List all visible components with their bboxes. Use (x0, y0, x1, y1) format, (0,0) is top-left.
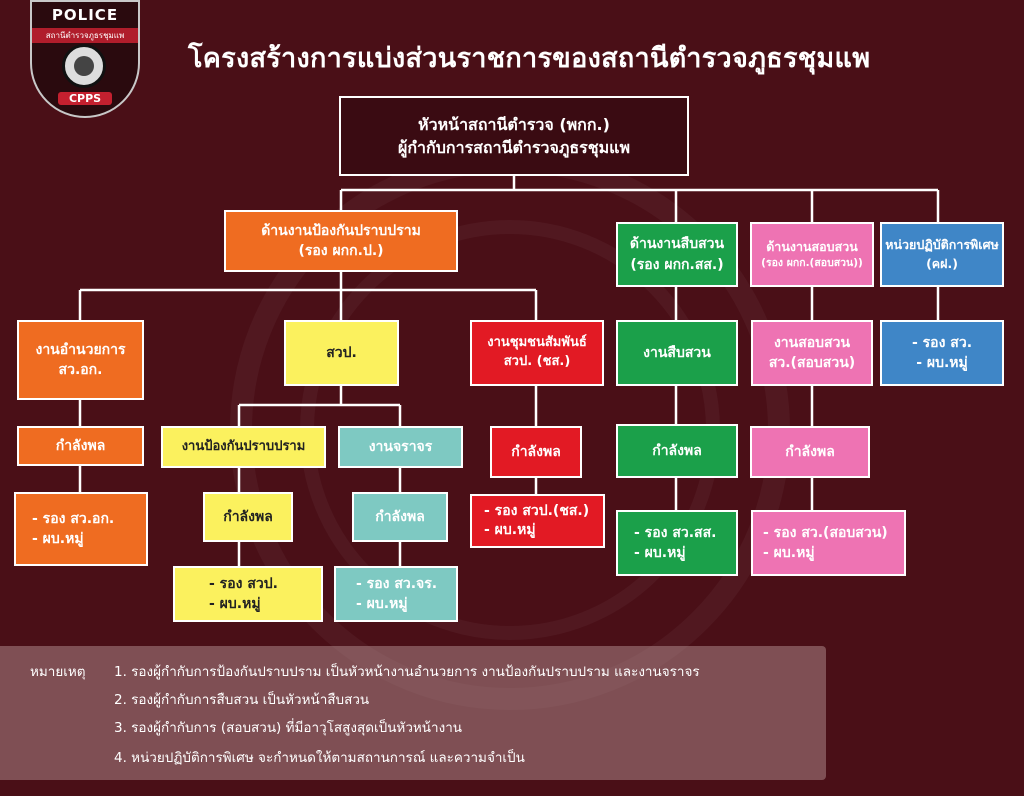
community-force-label: กำลังพล (511, 443, 561, 460)
inquiry-force-label: กำลังพล (785, 443, 835, 460)
admin-staff-box: - รอง สว.อก. - ผบ.หมู่ (14, 492, 148, 566)
traffic-staff-box: - รอง สว.จร. - ผบ.หมู่ (334, 566, 458, 622)
inquiry-force-box: กำลังพล (750, 426, 870, 478)
investigation-staff-line-1: - รอง สว.สส. (634, 524, 717, 541)
inquiry-work-box: งานสอบสวน สว.(สอบสวน) (751, 320, 873, 386)
investigation-staff-line-2: - ผบ.หมู่ (634, 545, 686, 561)
community-staff-line-2: - ผบ.หมู่ (484, 522, 536, 538)
community-staff-line-1: - รอง สวป.(ชส.) (484, 503, 590, 520)
note-item: 2. รองผู้กำกับการสืบสวน เป็นหัวหน้าสืบสว… (114, 692, 370, 708)
community-relations-title: งานชุมชนสัมพันธ์ (487, 335, 587, 351)
investigation-division-box: ด้านงานสืบสวน (รอง ผกก.สส.) (616, 222, 738, 287)
logo-police-text: POLICE (51, 6, 119, 24)
investigation-work-title: งานสืบสวน (643, 344, 711, 361)
inquiry-work-head: สว.(สอบสวน) (768, 355, 856, 371)
investigation-work-box: งานสืบสวน (616, 320, 738, 386)
logo-badge: CPPS (58, 92, 112, 105)
investigation-division-head: (รอง ผกก.สส.) (630, 256, 724, 273)
special-unit-box: หน่วยปฏิบัติการพิเศษ (คฝ.) (880, 222, 1004, 287)
note-item: 1. รองผู้กำกับการป้องกันปราบปราม เป็นหัว… (114, 664, 700, 680)
traffic-force-box: กำลังพล (352, 492, 448, 542)
community-force-box: กำลังพล (490, 426, 582, 478)
prevention-work-title: งานป้องกันปราบปราม (181, 438, 306, 454)
traffic-force-label: กำลังพล (375, 508, 425, 525)
inquiry-staff-box: - รอง สว.(สอบสวน) - ผบ.หมู่ (751, 510, 906, 576)
station-head-title: หัวหน้าสถานีตำรวจ (พกก.) (418, 114, 610, 134)
special-staff-line-1: - รอง สว. (911, 334, 973, 351)
station-head-subtitle: ผู้กำกับการสถานีตำรวจภูธรชุมแพ (397, 138, 631, 157)
admin-force-box: กำลังพล (17, 426, 144, 466)
traffic-staff-line-2: - ผบ.หมู่ (356, 596, 408, 612)
prevention-work-box: งานป้องกันปราบปราม (161, 426, 326, 468)
community-relations-box: งานชุมชนสัมพันธ์ สวป. (ชส.) (470, 320, 604, 386)
svp-title: สวป. (326, 344, 357, 361)
special-staff-line-2: - ผบ.หมู่ (916, 355, 968, 371)
investigation-force-box: กำลังพล (616, 424, 738, 478)
prevention-division-box: ด้านงานป้องกันปราบปราม (รอง ผกก.ป.) (224, 210, 458, 272)
prevention-staff-box: - รอง สวป. - ผบ.หมู่ (173, 566, 323, 622)
prevention-division-head: (รอง ผกก.ป.) (298, 243, 384, 259)
inquiry-division-head: (รอง ผกก.(สอบสวน)) (761, 256, 863, 269)
prevention-force-box: กำลังพล (203, 492, 293, 542)
admin-staff-line-2: - ผบ.หมู่ (32, 531, 84, 547)
traffic-work-title: งานจราจร (368, 438, 433, 455)
community-relations-head: สวป. (ชส.) (503, 354, 571, 369)
inquiry-staff-line-2: - ผบ.หมู่ (763, 545, 815, 561)
investigation-staff-box: - รอง สว.สส. - ผบ.หมู่ (616, 510, 738, 576)
inquiry-division-title: ด้านงานสอบสวน (766, 238, 858, 254)
inquiry-work-title: งานสอบสวน (773, 334, 851, 351)
investigation-force-label: กำลังพล (652, 442, 702, 459)
note-item: 3. รองผู้กำกับการ (สอบสวน) ที่มีอาวุโสสู… (114, 720, 463, 736)
prevention-staff-line-2: - ผบ.หมู่ (209, 596, 261, 612)
traffic-staff-line-1: - รอง สว.จร. (356, 575, 438, 592)
admin-work-head: สว.อก. (58, 362, 103, 378)
inquiry-division-box: ด้านงานสอบสวน (รอง ผกก.(สอบสวน)) (750, 222, 874, 287)
police-station-logo: POLICE สถานีตำรวจภูธรชุมแพ CPPS (30, 0, 140, 118)
police-emblem-icon (62, 44, 106, 88)
admin-force-label: กำลังพล (55, 437, 106, 454)
inquiry-staff-line-1: - รอง สว.(สอบสวน) (763, 524, 888, 541)
station-head-box: หัวหน้าสถานีตำรวจ (พกก.) ผู้กำกับการสถาน… (339, 96, 689, 176)
prevention-staff-line-1: - รอง สวป. (209, 575, 278, 592)
svp-box: สวป. (284, 320, 399, 386)
admin-staff-line-1: - รอง สว.อก. (32, 510, 115, 527)
special-unit-staff-box: - รอง สว. - ผบ.หมู่ (880, 320, 1004, 386)
admin-work-box: งานอำนวยการ สว.อก. (17, 320, 144, 400)
special-unit-head: (คฝ.) (926, 255, 958, 271)
special-unit-title: หน่วยปฏิบัติการพิเศษ (885, 237, 999, 253)
page-title: โครงสร้างการแบ่งส่วนราชการของสถานีตำรวจภ… (188, 43, 871, 74)
traffic-work-box: งานจราจร (338, 426, 463, 468)
admin-work-title: งานอำนวยการ (35, 341, 126, 358)
notes-panel: หมายเหตุ 1. รองผู้กำกับการป้องกันปราบปรา… (0, 646, 826, 780)
investigation-division-title: ด้านงานสืบสวน (629, 236, 725, 253)
notes-label: หมายเหตุ (30, 664, 86, 680)
prevention-division-title: ด้านงานป้องกันปราบปราม (261, 222, 421, 239)
prevention-force-label: กำลังพล (223, 508, 273, 525)
community-staff-box: - รอง สวป.(ชส.) - ผบ.หมู่ (470, 494, 605, 548)
note-item: 4. หน่วยปฏิบัติการพิเศษ จะกำหนดให้ตามสถา… (114, 750, 525, 766)
logo-thai-text: สถานีตำรวจภูธรชุมแพ (32, 28, 138, 43)
